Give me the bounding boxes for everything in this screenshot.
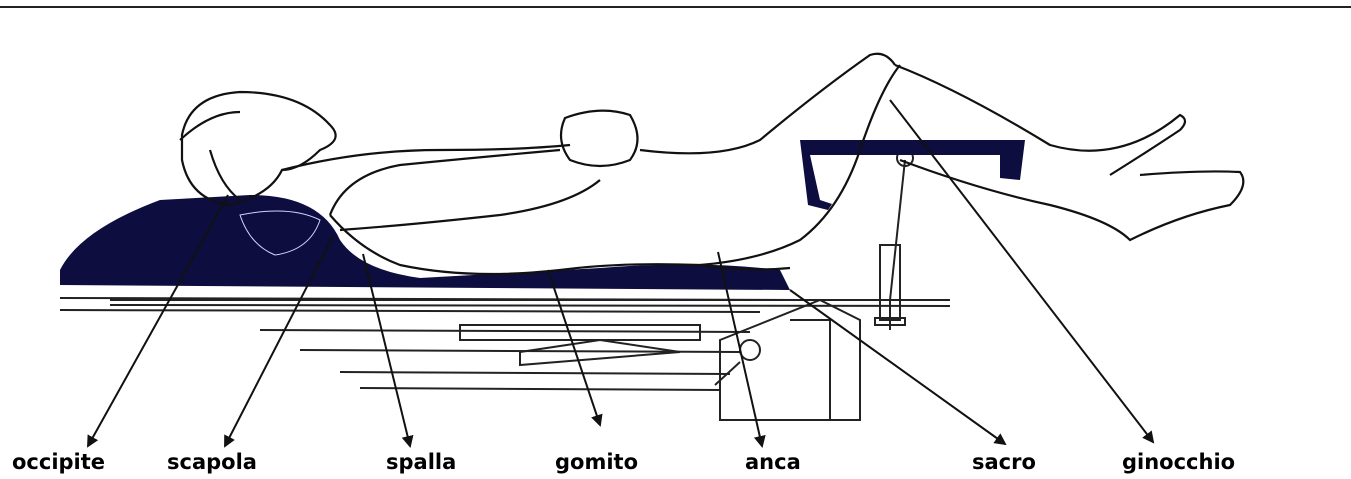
label-gomito: gomito [555, 450, 638, 474]
operating-table [60, 298, 950, 420]
label-spalla: spalla [386, 450, 456, 474]
label-scapola: scapola [167, 450, 257, 474]
label-sacro: sacro [972, 450, 1036, 474]
label-ginocchio: ginocchio [1122, 450, 1235, 474]
label-anca: anca [745, 450, 801, 474]
label-occipite: occipite [12, 450, 105, 474]
